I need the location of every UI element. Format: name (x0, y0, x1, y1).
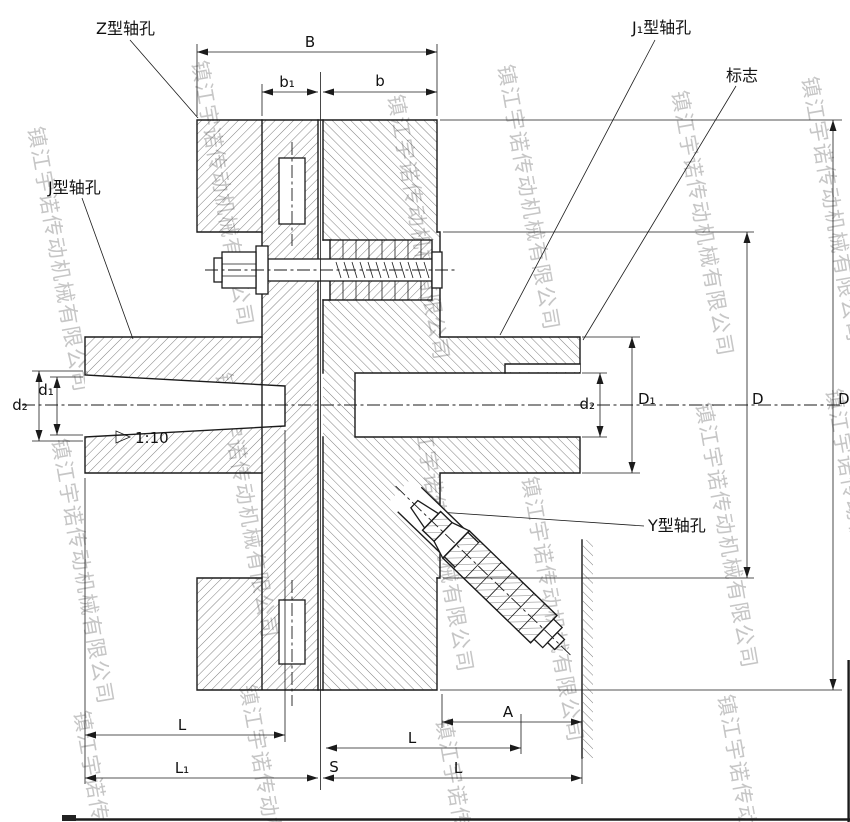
watermark-text: 镇江宇诺传动机械有限公司 (821, 387, 850, 657)
callout-y-hole: Y型轴孔 (647, 516, 706, 535)
dim-label-d1: d₁ (38, 381, 54, 399)
dim-label-D0: D₀ (838, 390, 850, 408)
dim-label-D: D (752, 390, 764, 408)
brake-wheel-rim-top (196, 119, 438, 233)
dim-label-A: A (503, 703, 514, 721)
dim-label-L1: L₁ (175, 759, 189, 777)
left-hub-outline (84, 336, 286, 474)
dim-label-L-right: L (454, 759, 463, 777)
watermark-text: 镇江宇诺传动机械有限公司 (235, 683, 306, 822)
watermark-text: 镇江宇诺传动机械有限公司 (713, 693, 784, 822)
keyway (504, 363, 581, 374)
watermark-text: 镇江宇诺传动机械有限公司 (493, 63, 564, 333)
dim-label-d2-right: d₂ (579, 395, 595, 413)
callout-j-hole: J型轴孔 (47, 178, 101, 197)
dim-label-L-mid: L (408, 729, 417, 747)
leader-lines (81, 39, 737, 527)
dim-label-D1: D₁ (638, 390, 656, 408)
dim-label-b: b (375, 72, 385, 90)
watermark-text: 镇江宇诺传动机械有限公司 (47, 437, 118, 707)
callout-mark: 标志 (726, 66, 758, 85)
flange-joint-faces (261, 119, 324, 691)
dimensions: B b₁ b d₂ d₁ d₂ D₁ D D₀ A L L L₁ S L 1:1… (12, 33, 850, 790)
dim-label-taper: 1:10 (135, 429, 169, 447)
watermark-text: 镇江宇诺传动机械有限公司 (797, 75, 850, 345)
taper-symbol (115, 430, 132, 444)
coupling-section (22, 119, 842, 759)
watermark-text: 镇江宇诺传动机械有限公司 (667, 89, 738, 359)
extension-lines (32, 44, 842, 790)
watermark-text: 镇江宇诺传动机械有限公司 (23, 125, 94, 395)
callout-z-hole: Z型轴孔 (96, 19, 155, 38)
dim-label-b1: b₁ (279, 73, 295, 91)
support-wall (581, 539, 593, 759)
watermark-text: 镇江宇诺传动机械有限公司 (431, 717, 502, 822)
dim-label-S: S (329, 758, 339, 776)
watermark-text: 镇江宇诺传动机械有限公司 (69, 709, 140, 822)
elastic-pin-extracted (388, 478, 573, 657)
page-edge-marks (62, 660, 850, 822)
callout-j1-hole: J₁型轴孔 (631, 18, 691, 37)
dim-label-B: B (305, 33, 315, 51)
dim-label-d2-left: d₂ (12, 396, 28, 414)
brake-wheel-rim-bottom (196, 577, 438, 691)
watermark-text: 镇江宇诺传动机械有限公司 (691, 401, 762, 671)
dim-label-L-left: L (178, 716, 187, 734)
callouts: Z型轴孔 J₁型轴孔 标志 J型轴孔 Y型轴孔 (47, 18, 758, 535)
